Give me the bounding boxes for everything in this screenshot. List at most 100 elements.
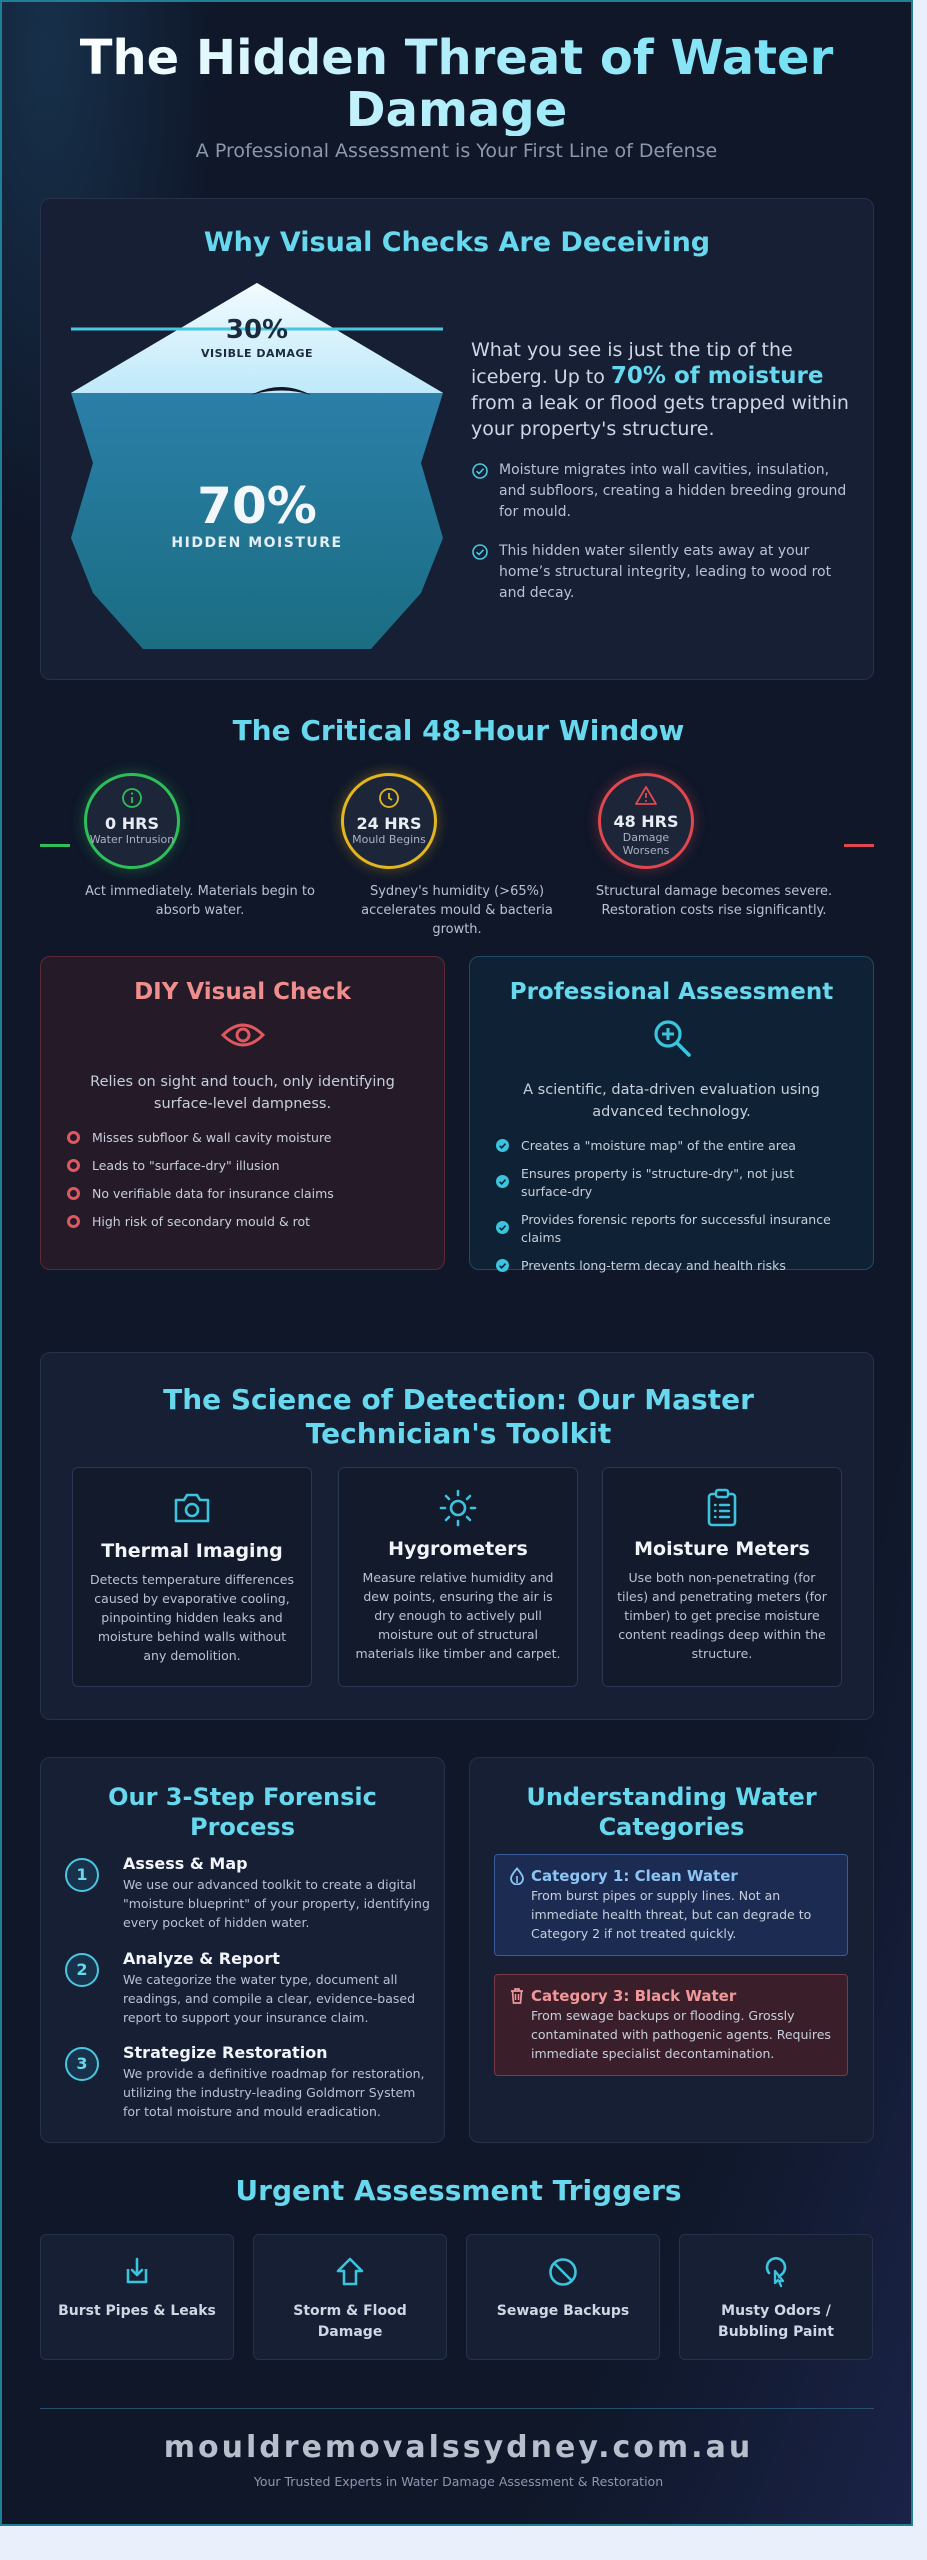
- zoom-in-icon: [653, 1020, 691, 1057]
- step-number: 3: [65, 2047, 99, 2081]
- category-3-card: Category 3: Black Water From sewage back…: [494, 1974, 848, 2076]
- house-icon: [336, 2257, 364, 2286]
- tool-card-thermal: Thermal Imaging Detects temperature diff…: [72, 1467, 312, 1687]
- timeline-time: 24 HRS: [356, 814, 422, 833]
- pro-desc: A scientific, data-driven evaluation usi…: [523, 1082, 820, 1120]
- check-circle-icon: [496, 1175, 509, 1188]
- iceberg-lead: What you see is just the tip of the iceb…: [471, 337, 851, 442]
- droplet-icon: [510, 1867, 524, 1885]
- timeline-start-line: [40, 844, 70, 847]
- page-title: The Hidden Threat of Water Damage: [77, 32, 837, 136]
- diy-item-text: High risk of secondary mould & rot: [92, 1214, 311, 1229]
- clock-icon: [379, 788, 399, 808]
- step-title: Assess & Map: [123, 1854, 248, 1873]
- triggers-title: Urgent Assessment Triggers: [235, 2174, 682, 2207]
- timeline-node-0hrs: 0 HRS Water Intrusion: [84, 773, 180, 869]
- diy-item-text: Leads to "surface-dry" illusion: [92, 1158, 280, 1173]
- check-circle-icon: [472, 544, 488, 560]
- process-title: Our 3-Step Forensic Process: [108, 1783, 377, 1841]
- trigger-label: Burst Pipes & Leaks: [58, 2303, 216, 2319]
- diy-list: Misses subfloor & wall cavity moisture L…: [41, 1129, 444, 1231]
- diy-desc: Relies on sight and touch, only identify…: [90, 1074, 395, 1112]
- x-circle-icon: [67, 1131, 80, 1144]
- window-title: The Critical 48-Hour Window: [232, 714, 685, 747]
- trigger-label: Sewage Backups: [496, 2303, 630, 2319]
- timeline-end-line: [844, 844, 874, 847]
- step-number: 1: [65, 1858, 99, 1892]
- check-circle-icon: [496, 1259, 509, 1272]
- pro-list-item: Creates a "moisture map" of the entire a…: [496, 1137, 847, 1155]
- tool-card-moisture-meters: Moisture Meters Use both non-penetrating…: [602, 1467, 842, 1687]
- category-title: Category 3: Black Water: [531, 1987, 737, 2005]
- check-circle-icon: [496, 1139, 509, 1152]
- tool-desc: Measure relative humidity and dew points…: [355, 1570, 561, 1661]
- categories-title: Understanding Water Categories: [526, 1783, 817, 1841]
- timeline-time: 48 HRS: [613, 812, 679, 831]
- water-categories-section: Understanding Water Categories Category …: [469, 1757, 874, 2143]
- pro-list: Creates a "moisture map" of the entire a…: [470, 1137, 873, 1275]
- trigger-label: Storm & Flood Damage: [293, 2303, 407, 2340]
- iceberg-text: What you see is just the tip of the iceb…: [471, 337, 851, 604]
- camera-icon: [174, 1493, 210, 1523]
- step-number: 2: [65, 1953, 99, 1987]
- tool-card-hygrometers: Hygrometers Measure relative humidity an…: [338, 1467, 578, 1687]
- clipboard-icon: [707, 1488, 737, 1527]
- category-desc: From sewage backups or flooding. Grossly…: [531, 2008, 831, 2061]
- trigger-burst-pipes: Burst Pipes & Leaks: [40, 2234, 234, 2360]
- timeline-caption: Act immediately. Materials begin to abso…: [85, 884, 315, 918]
- check-circle-icon: [472, 463, 488, 479]
- tool-desc: Detects temperature differences caused b…: [90, 1572, 294, 1663]
- pipe-leak-icon: [126, 2257, 148, 2284]
- infographic-page: The Hidden Threat of Water Damage A Prof…: [0, 0, 913, 2526]
- iceberg-point-text: This hidden water silently eats away at …: [499, 543, 832, 601]
- sun-icon: [439, 1489, 477, 1527]
- timeline-node-24hrs: 24 HRS Mould Begins: [341, 773, 437, 869]
- hidden-pct: 70%: [197, 477, 317, 535]
- timeline-label: Mould Begins: [352, 833, 426, 846]
- ban-icon: [549, 2258, 577, 2286]
- step-title: Analyze & Report: [123, 1949, 280, 1968]
- info-icon: [122, 788, 142, 808]
- step-title: Strategize Restoration: [123, 2043, 328, 2062]
- visible-label: VISIBLE DAMAGE: [200, 347, 313, 360]
- pro-item-text: Prevents long-term decay and health risk…: [521, 1258, 786, 1273]
- process-step: 2 Analyze & Report We categorize the wat…: [61, 1949, 431, 2027]
- timeline-caption: Structural damage becomes severe. Restor…: [595, 884, 833, 918]
- process-step: 3 Strategize Restoration We provide a de…: [61, 2043, 431, 2121]
- water-line-wave: [251, 387, 311, 395]
- x-circle-icon: [67, 1159, 80, 1172]
- pro-list-item: Provides forensic reports for successful…: [496, 1211, 847, 1247]
- diy-title: DIY Visual Check: [134, 979, 351, 1005]
- trigger-musty-odors: Musty Odors / Bubbling Paint: [679, 2234, 873, 2360]
- lead-text-1: What you see is just the tip of the iceb…: [471, 339, 793, 388]
- category-desc: From burst pipes or supply lines. Not an…: [531, 1888, 812, 1941]
- iceberg-title: Why Visual Checks Are Deceiving: [203, 227, 711, 258]
- iceberg-graphic: [71, 283, 443, 649]
- toolkit-title: The Science of Detection: Our Master Tec…: [163, 1383, 754, 1450]
- iceberg-section: Why Visual Checks Are Deceiving 30% VISI…: [40, 198, 874, 680]
- lead-text-2: from a leak or flood gets trapped within…: [471, 392, 849, 440]
- tool-desc: Use both non-penetrating (for tiles) and…: [617, 1570, 827, 1661]
- lead-highlight: 70% of moisture: [610, 363, 824, 389]
- trash-icon: [511, 1988, 523, 2004]
- footer-divider: [40, 2408, 874, 2409]
- iceberg-body: [71, 393, 443, 649]
- diy-check-card: DIY Visual Check Relies on sight and tou…: [40, 956, 445, 1270]
- step-desc: We use our advanced toolkit to create a …: [123, 1877, 430, 1930]
- warning-icon: [635, 786, 657, 805]
- pro-item-text: Provides forensic reports for successful…: [521, 1212, 831, 1245]
- diy-list-item: Leads to "surface-dry" illusion: [67, 1157, 418, 1175]
- iceberg-point-text: Moisture migrates into wall cavities, in…: [499, 462, 847, 520]
- trigger-storm-flood: Storm & Flood Damage: [253, 2234, 447, 2360]
- eye-icon: [220, 1023, 265, 1047]
- process-step: 1 Assess & Map We use our advanced toolk…: [61, 1854, 431, 1932]
- diy-list-item: No verifiable data for insurance claims: [67, 1185, 418, 1203]
- iceberg-point: Moisture migrates into wall cavities, in…: [471, 460, 851, 523]
- footer-site[interactable]: mouldremovalssydney.com.au: [163, 2430, 754, 2465]
- tool-name: Thermal Imaging: [101, 1540, 283, 1562]
- pro-list-item: Ensures property is "structure-dry", not…: [496, 1165, 847, 1201]
- step-desc: We provide a definitive roadmap for rest…: [123, 2066, 425, 2119]
- process-section: Our 3-Step Forensic Process 1 Assess & M…: [40, 1757, 445, 2143]
- tool-name: Moisture Meters: [634, 1538, 810, 1560]
- iceberg-point: This hidden water silently eats away at …: [471, 541, 851, 604]
